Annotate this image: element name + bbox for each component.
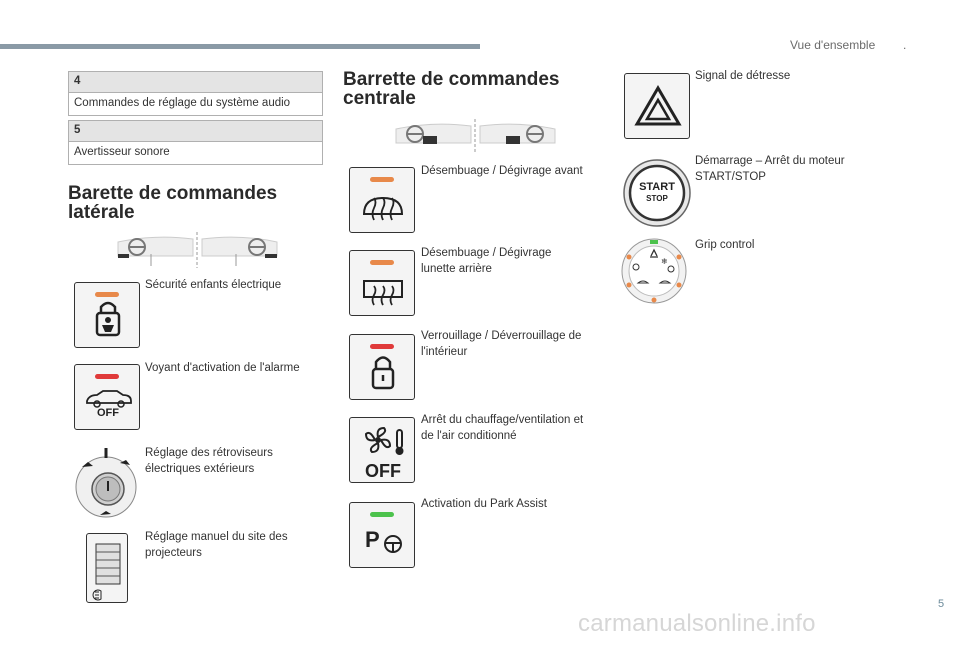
rear-demist-label-line1: Désembuage / Dégivrage xyxy=(421,247,552,259)
start-stop-label-line2: START/STOP xyxy=(695,171,766,183)
status-led xyxy=(370,512,394,517)
mirror-adjust-label-line2: électriques extérieurs xyxy=(145,463,255,475)
table-number: 4 xyxy=(69,72,322,93)
central-lock-label: Verrouillage / Déverrouillage de l'intér… xyxy=(421,328,581,360)
climate-off-label-line2: de l'air conditionné xyxy=(421,430,517,442)
watermark: carmanualsonline.info xyxy=(578,610,816,637)
lateral-heading-line1: Barette de commandes xyxy=(68,183,278,204)
rear-demist-label: Désembuage / Dégivrage lunette arrière xyxy=(421,245,551,277)
mirror-adjust-knob-icon[interactable] xyxy=(70,445,142,520)
front-demist-icon xyxy=(362,196,404,221)
alarm-label: Voyant d'activation de l'alarme xyxy=(145,362,300,374)
park-letter: P xyxy=(365,527,380,552)
alarm-off-button[interactable]: OFF xyxy=(74,364,140,430)
status-led xyxy=(95,374,119,379)
rear-demist-icon xyxy=(363,280,403,306)
section-title: Vue d'ensemble xyxy=(790,38,876,52)
status-led xyxy=(370,177,394,182)
headlamp-wheel-icon xyxy=(92,543,121,601)
fan-thermometer-icon xyxy=(364,426,404,455)
grip-control-label: Grip control xyxy=(695,239,755,251)
padlock-icon xyxy=(371,356,395,390)
table-number: 5 xyxy=(69,121,322,142)
headlamp-label-line2: projecteurs xyxy=(145,547,202,559)
table-text: Avertisseur sonore xyxy=(74,146,170,158)
lateral-bar-location-illustration xyxy=(117,232,278,268)
start-stop-ring-icon xyxy=(623,159,691,227)
car-alarm-icon xyxy=(86,390,132,408)
central-heading: Barrette de commandes centrale xyxy=(343,70,559,108)
climate-off-label-line1: Arrêt du chauffage/ventilation et xyxy=(421,414,584,426)
headlamp-label-line1: Réglage manuel du site des xyxy=(145,531,288,543)
climate-off-button[interactable]: OFF xyxy=(349,417,415,483)
child-lock-label: Sécurité enfants électrique xyxy=(145,279,282,291)
steering-wheel-icon xyxy=(384,535,402,553)
start-text: START xyxy=(639,181,675,193)
status-led xyxy=(95,292,119,297)
table-item-4: 4 Commandes de réglage du système audio xyxy=(68,71,323,116)
page-number: 5 xyxy=(938,598,945,610)
central-bar-location-illustration xyxy=(395,119,556,153)
table-text: Commandes de réglage du système audio xyxy=(74,97,291,109)
central-heading-line2: centrale xyxy=(343,88,416,109)
central-lock-label-line1: Verrouillage / Déverrouillage de xyxy=(421,330,582,342)
park-assist-label: Activation du Park Assist xyxy=(421,498,547,510)
status-led xyxy=(370,344,394,349)
status-led xyxy=(370,260,394,265)
headlamp-level-wheel[interactable] xyxy=(86,533,128,603)
table-item-5: 5 Avertisseur sonore xyxy=(68,120,323,165)
climate-off-label: Arrêt du chauffage/ventilation et de l'a… xyxy=(421,412,583,444)
hazard-triangle-icon xyxy=(634,85,682,126)
header-rule xyxy=(0,44,480,49)
snowflake-glyph: ❄ xyxy=(661,257,668,266)
hazard-label: Signal de détresse xyxy=(695,70,791,82)
start-stop-label: Démarrage – Arrêt du moteur START/STOP xyxy=(695,153,845,185)
start-stop-label-line1: Démarrage – Arrêt du moteur xyxy=(695,155,845,167)
headlamp-label: Réglage manuel du site des projecteurs xyxy=(145,529,288,561)
section-marker: . xyxy=(903,38,907,52)
central-heading-line1: Barrette de commandes xyxy=(343,69,560,90)
central-lock-button[interactable] xyxy=(349,334,415,400)
rear-demist-button[interactable] xyxy=(349,250,415,316)
off-text: OFF xyxy=(97,407,119,419)
mirror-adjust-label-line1: Réglage des rétroviseurs xyxy=(145,447,273,459)
grip-control-dial[interactable]: ❄ xyxy=(620,237,688,305)
child-lock-icon xyxy=(95,301,121,337)
mirror-adjust-label: Réglage des rétroviseurs électriques ext… xyxy=(145,445,273,477)
rear-demist-label-line2: lunette arrière xyxy=(421,263,492,275)
lateral-heading-line2: latérale xyxy=(68,202,135,223)
lateral-heading: Barette de commandes latérale xyxy=(68,184,277,222)
hazard-button[interactable] xyxy=(624,73,690,139)
park-assist-button[interactable]: P xyxy=(349,502,415,568)
off-text: OFF xyxy=(365,461,401,481)
central-lock-label-line2: l'intérieur xyxy=(421,346,468,358)
start-stop-button[interactable]: START STOP xyxy=(622,158,692,228)
front-demist-label: Désembuage / Dégivrage avant xyxy=(421,165,583,177)
stop-text: STOP xyxy=(646,194,668,203)
child-lock-button[interactable] xyxy=(74,282,140,348)
grip-control-icon xyxy=(621,238,687,304)
front-demist-button[interactable] xyxy=(349,167,415,233)
